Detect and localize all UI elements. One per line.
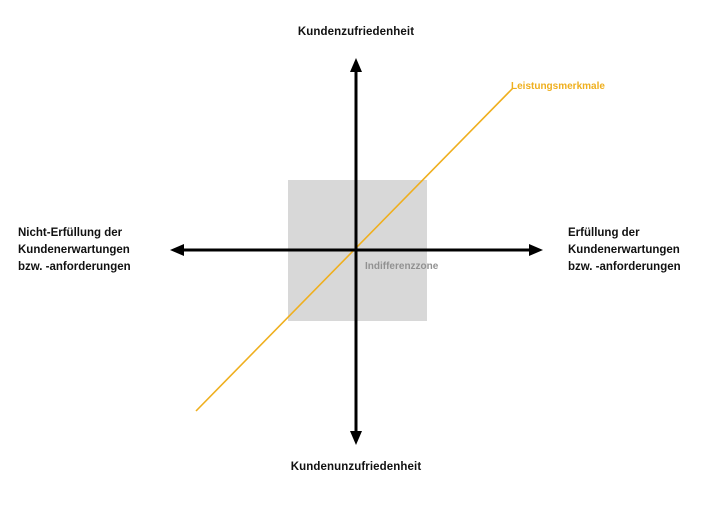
axis-label-nicht-erfuellung-line-3: bzw. -anforderungen: [18, 261, 131, 273]
horizontal-axis-right-arrowhead: [529, 244, 543, 256]
axis-label-nicht-erfuellung: Nicht-Erfüllung der Kundenerwartungen bz…: [18, 225, 131, 276]
vertical-axis-down-arrowhead: [350, 431, 362, 445]
axis-label-nicht-erfuellung-line-2: Kundenerwartungen: [18, 244, 130, 256]
leistungsmerkmale-label: Leistungsmerkmale: [511, 81, 605, 92]
axis-label-erfuellung: Erfüllung der Kundenerwartungen bzw. -an…: [568, 225, 681, 276]
axis-label-erfuellung-line-3: bzw. -anforderungen: [568, 261, 681, 273]
axis-label-erfuellung-line-2: Kundenerwartungen: [568, 244, 680, 256]
horizontal-axis-left-arrowhead: [170, 244, 184, 256]
axis-label-nicht-erfuellung-line-1: Nicht-Erfüllung der: [18, 227, 123, 239]
axis-label-kundenzufriedenheit: Kundenzufriedenheit: [297, 26, 415, 38]
axis-label-kundenunzufriedenheit: Kundenunzufriedenheit: [290, 461, 422, 473]
indifferenzzone-label: Indifferenzzone: [365, 261, 439, 272]
axis-label-erfuellung-line-1: Erfüllung der: [568, 227, 640, 239]
vertical-axis-up-arrowhead: [350, 58, 362, 72]
